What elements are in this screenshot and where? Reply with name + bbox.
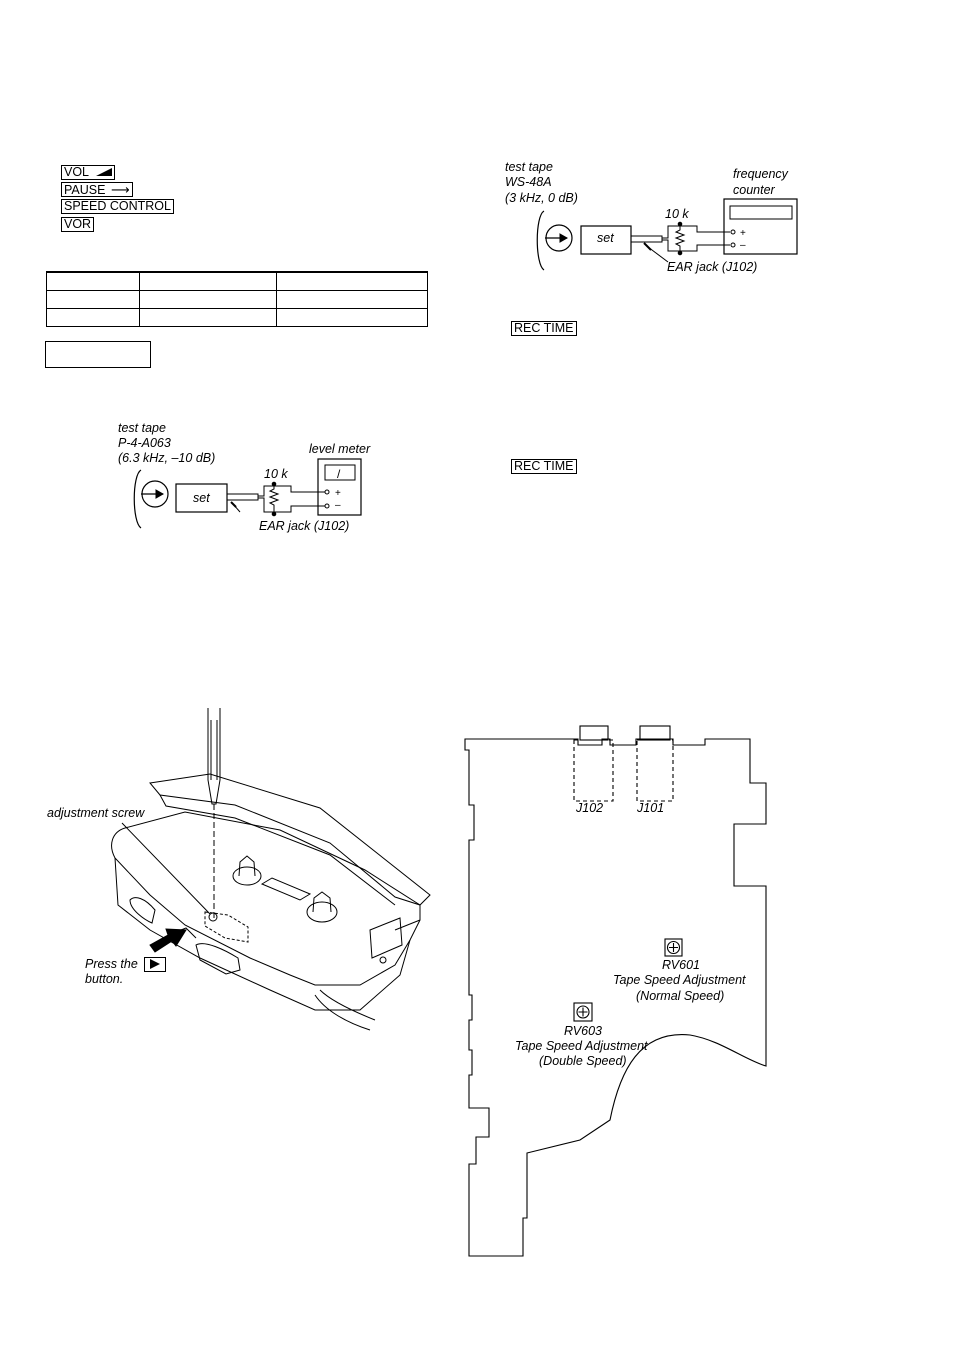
slide-arrow-icon: ⟶ [110, 182, 130, 197]
vol-key-label: VOL [64, 165, 89, 179]
freq-plus-sign: + [740, 228, 746, 239]
resistor-zigzag [268, 484, 280, 514]
rec-time-key-box-1: REC TIME [511, 321, 577, 336]
freq-jack-label: EAR jack (J102) [667, 260, 758, 274]
resistor-zigzag [674, 224, 686, 253]
rec-time-key-label: REC TIME [514, 459, 574, 473]
vor-key-box: VOR [61, 217, 95, 232]
speed-control-key-label: SPEED CONTROL [64, 199, 171, 213]
speed-control-key-box: SPEED CONTROL [61, 199, 174, 214]
vol-key-box: VOL [61, 165, 116, 180]
press-play-label-suffix: button. [85, 972, 124, 986]
freq-tape-spec: (3 kHz, 0 dB) [505, 191, 578, 205]
freq-tape-name: WS-48A [505, 175, 552, 189]
level-meter-symbol: / [337, 467, 341, 481]
circuit-board-outline [464, 725, 767, 1257]
blank-label-box [45, 341, 151, 368]
rec-time-key-box-2: REC TIME [511, 459, 577, 474]
freq-minus-sign: – [740, 240, 746, 251]
rv603-desc-2: (Double Speed) [539, 1054, 627, 1068]
rv601-desc-2: (Normal Speed) [636, 989, 725, 1003]
level-tape-name: P-4-A063 [118, 436, 171, 450]
volume-wedge-icon [96, 168, 113, 176]
ear-plug [226, 493, 259, 501]
frequency-counter-diagram [536, 198, 798, 271]
pause-key-box: PAUSE ⟶ [61, 182, 133, 197]
level-plus-sign: + [335, 488, 341, 499]
rv603-trimmer-icon [573, 1002, 593, 1022]
tape-reel-icon [133, 469, 142, 529]
rv601-label: RV601 [662, 958, 700, 972]
rec-time-key-label: REC TIME [514, 321, 574, 335]
freq-counter-label-1: frequency [733, 167, 788, 181]
screwdriver-icon [207, 708, 221, 805]
rv601-desc-1: Tape Speed Adjustment [613, 973, 746, 987]
j102-jack-outline [579, 725, 609, 741]
freq-set-label: set [597, 231, 614, 245]
level-jack-label: EAR jack (J102) [259, 519, 350, 533]
freq-test-tape-label: test tape [505, 160, 553, 174]
set-unit-box [175, 483, 228, 513]
spec-table [46, 271, 428, 327]
level-meter-box [317, 458, 362, 516]
level-test-tape-label: test tape [118, 421, 166, 435]
pause-key-label: PAUSE [64, 183, 106, 197]
vor-key-label: VOR [64, 217, 92, 231]
table-cell [276, 308, 428, 327]
rv603-label: RV603 [564, 1024, 602, 1038]
freq-counter-label-2: counter [733, 183, 775, 197]
press-play-label-prefix: Press the [85, 957, 138, 971]
j102-label: J102 [576, 801, 604, 815]
freq-resistor-label: 10 k [665, 207, 689, 221]
rv603-desc-1: Tape Speed Adjustment [515, 1039, 648, 1053]
table-row [46, 290, 428, 309]
level-resistor-label: 10 k [264, 467, 288, 481]
play-button-icon [144, 957, 166, 972]
level-meter-label: level meter [309, 442, 371, 456]
table-row [46, 308, 428, 327]
ear-plug [630, 235, 663, 243]
j101-label: J101 [637, 801, 665, 815]
level-set-label: set [193, 491, 210, 505]
level-meter-diagram [133, 458, 362, 529]
frequency-counter-box [723, 198, 798, 255]
press-arrow-icon [149, 928, 187, 953]
table-row [46, 271, 428, 291]
level-minus-sign: – [335, 500, 341, 511]
set-unit-box [580, 225, 632, 255]
level-tape-spec: (6.3 kHz, –10 dB) [118, 451, 216, 465]
adjustment-screw-label: adjustment screw [47, 806, 145, 820]
cassette-mechanism-illustration [111, 708, 431, 1031]
rv601-trimmer-icon [664, 938, 683, 957]
j101-jack-outline [639, 725, 671, 741]
tape-reel-icon [536, 210, 545, 271]
